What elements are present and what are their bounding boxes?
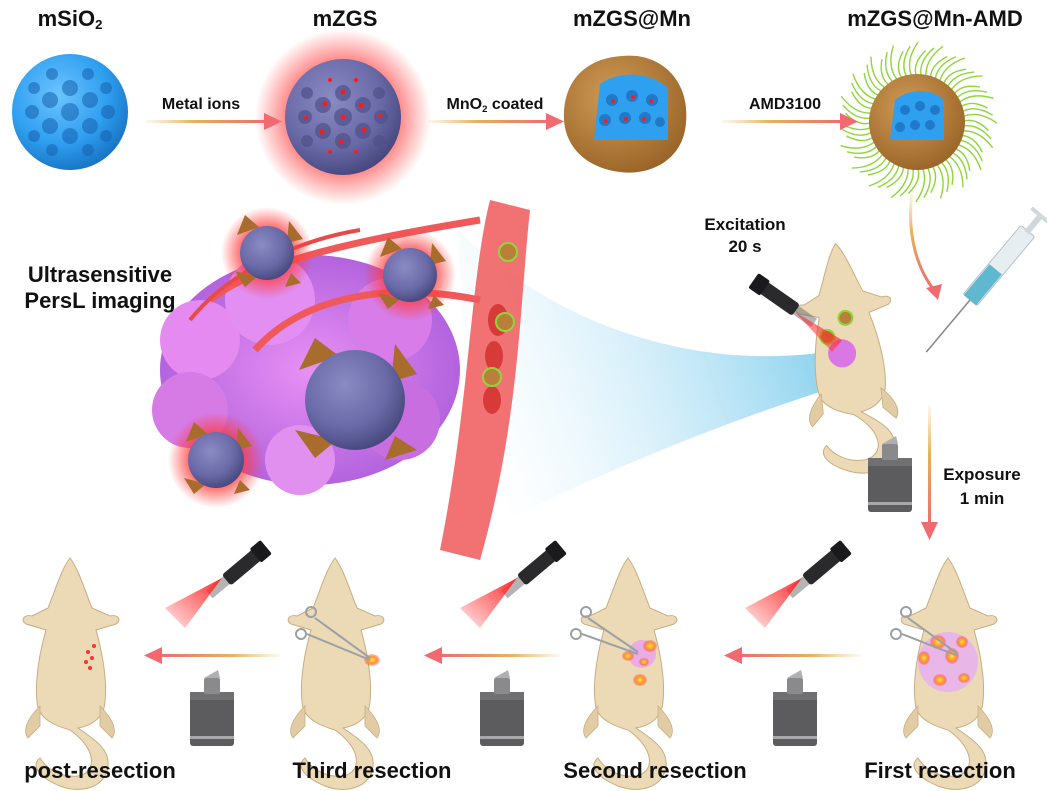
label-mzgs-mn: mZGS@Mn [572,6,691,31]
arrow-to-injection [909,191,942,300]
amd3100-ligand [890,45,900,83]
amd3100-ligand [960,113,998,124]
amd3100-ligand [934,161,944,199]
label-mzgs-mn-amd: mZGS@Mn-AMD [847,6,1023,31]
label-msio2: mSiO2 [37,6,103,32]
amd3100-ligand [959,130,994,149]
amd3100-ligand [840,139,878,149]
amd3100-ligand [908,41,919,79]
label-amd3100: AMD3100 [748,96,822,113]
label-exposure: Exposure 1 min [943,465,1021,508]
arrow-mno2-coated [428,113,564,130]
blue-beam [458,230,832,540]
amd3100-ligand [920,47,935,79]
mouse-post-resection [22,557,120,790]
label-first-resection: First resection [864,758,1016,783]
amd3100-ligand [890,164,909,199]
amd3100-ligand [842,104,874,119]
amd3100-ligand [840,95,875,114]
label-mno2-coated: MnO2 coated [446,96,544,115]
arrow-exposure [921,405,938,540]
amd3100-ligand [846,135,876,142]
arrow-metal-ions [146,113,282,130]
arrow-amd3100 [722,113,858,130]
label-second-resection: Second resection [563,758,747,783]
mzgs-mn-amd-particle [836,41,998,203]
label-post-resection: post-resection [24,758,176,783]
amd3100-ligand [897,51,904,81]
label-persl-imaging: Ultrasensitive PersL imaging [24,262,176,313]
mouse-third-resection [287,557,385,790]
amd3100-ligand [956,95,994,105]
label-metal-ions: Metal ions [161,96,241,113]
mzgs-mn-particle [563,55,687,173]
amd3100-ligand [899,165,914,197]
imager-exposure [868,436,912,512]
blood-vessel [440,200,530,560]
amd3100-ligand [915,165,926,203]
syringe [925,206,1047,353]
excitation-red-light [795,312,842,352]
red-light-2 [460,578,517,628]
imager-3 [773,670,817,746]
tumor-nanoparticles [168,207,456,508]
amd3100-ligand [846,143,880,155]
red-light-3 [745,578,802,628]
label-third-resection: Third resection [292,758,452,783]
arrow-bottom-2 [424,647,560,664]
label-excitation: Excitation 20 s [704,215,786,256]
arrow-bottom-3 [724,647,860,664]
torch-2 [498,539,567,602]
amd3100-ligand [958,102,988,109]
torch-1 [203,539,272,602]
amd3100-ligand [954,89,988,101]
mouse-first-resection [890,557,998,790]
mzgs-particle [255,29,431,205]
imager-2 [480,670,524,746]
label-mzgs: mZGS [312,6,378,31]
msio2-particle [12,54,128,170]
arrow-bottom-1 [144,647,280,664]
amd3100-ligand [930,163,937,193]
torch-3 [783,539,852,602]
imager-1 [190,670,234,746]
mouse-second-resection [570,557,678,790]
amd3100-ligand [960,125,992,140]
red-light-1 [165,578,222,628]
amd3100-ligand [925,45,944,80]
